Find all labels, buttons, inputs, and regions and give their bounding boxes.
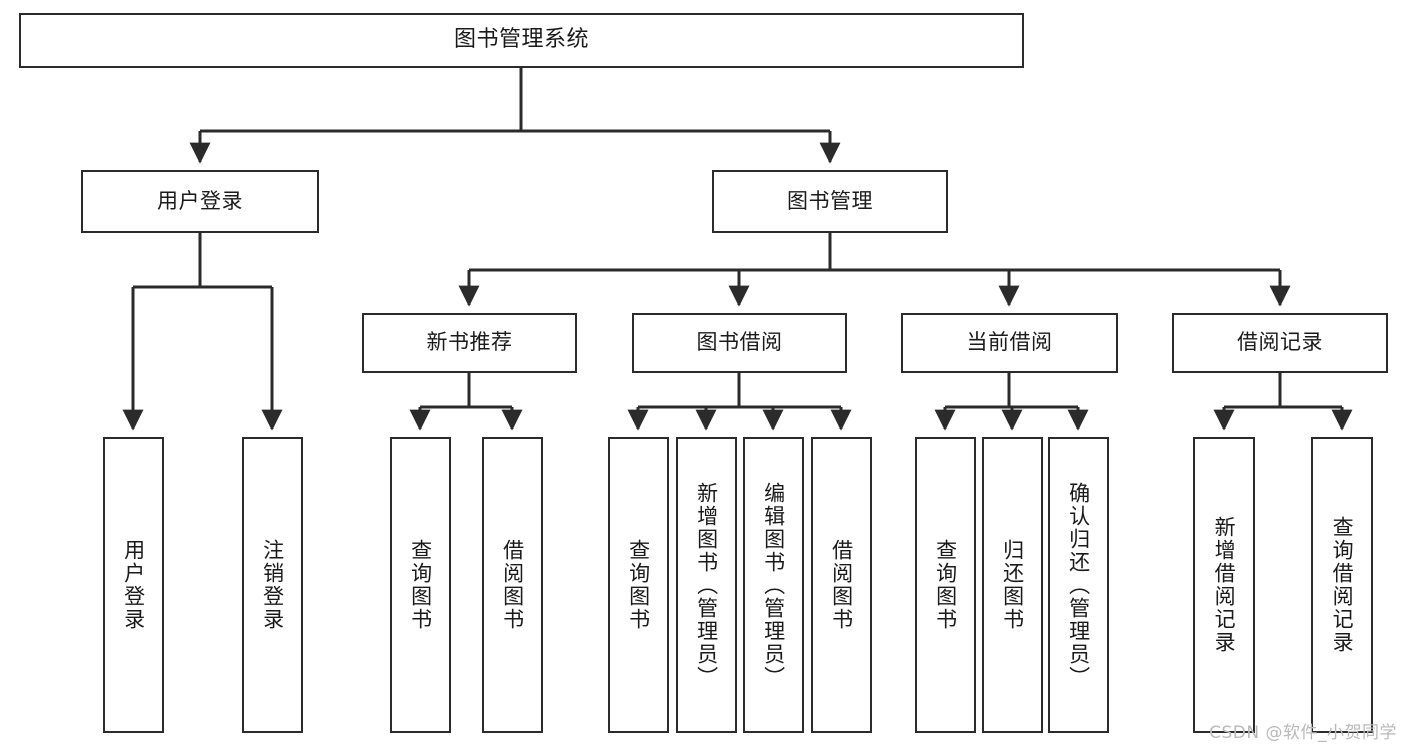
node-label: 图书管理系统 [453,27,589,53]
node-user-login[interactable]: 用户登录 [81,170,319,233]
node-label: 用户登录 [121,539,146,631]
leaf-borrow-add-book-admin[interactable]: 新增图书（管理员） [676,437,737,733]
leaf-new-book-borrow[interactable]: 借阅图书 [482,437,543,733]
node-label: 当前借阅 [966,330,1053,355]
node-root-system[interactable]: 图书管理系统 [19,13,1024,68]
node-current-borrow[interactable]: 当前借阅 [901,313,1118,373]
node-label: 确认归还（管理员） [1066,481,1091,689]
node-label: 新书推荐 [426,330,513,355]
node-label: 查询借阅记录 [1330,516,1355,654]
node-label: 图书借阅 [696,330,783,355]
node-label: 用户登录 [157,188,243,213]
leaf-current-return-book[interactable]: 归还图书 [982,437,1043,733]
node-label: 注销登录 [260,539,285,631]
leaf-current-confirm-return-admin[interactable]: 确认归还（管理员） [1048,437,1109,733]
leaf-record-query-record[interactable]: 查询借阅记录 [1311,437,1373,733]
node-label: 查询图书 [933,539,958,631]
node-label: 新增图书（管理员） [694,481,719,689]
leaf-user-login-signout[interactable]: 注销登录 [242,437,303,733]
node-book-management[interactable]: 图书管理 [712,170,948,233]
leaf-record-add-record[interactable]: 新增借阅记录 [1193,437,1255,733]
node-label: 图书管理 [787,188,873,213]
leaf-current-query-book[interactable]: 查询图书 [915,437,976,733]
node-label: 归还图书 [1000,539,1025,631]
node-book-borrow[interactable]: 图书借阅 [632,313,847,373]
node-label: 新增借阅记录 [1212,516,1237,654]
node-label: 借阅图书 [500,539,525,631]
node-label: 查询图书 [408,539,433,631]
leaf-borrow-borrow-book[interactable]: 借阅图书 [811,437,872,733]
leaf-user-login-signin[interactable]: 用户登录 [103,437,164,733]
node-borrow-record[interactable]: 借阅记录 [1172,313,1388,373]
watermark: CSDN @软件_小贺同学 [1209,723,1397,743]
node-label: 借阅图书 [829,539,854,631]
leaf-borrow-query-book[interactable]: 查询图书 [608,437,669,733]
leaf-new-book-query[interactable]: 查询图书 [390,437,451,733]
node-label: 查询图书 [626,539,651,631]
node-new-book-recommend[interactable]: 新书推荐 [362,313,577,373]
node-label: 借阅记录 [1237,330,1323,355]
node-label: 编辑图书（管理员） [761,481,786,689]
leaf-borrow-edit-book-admin[interactable]: 编辑图书（管理员） [743,437,804,733]
